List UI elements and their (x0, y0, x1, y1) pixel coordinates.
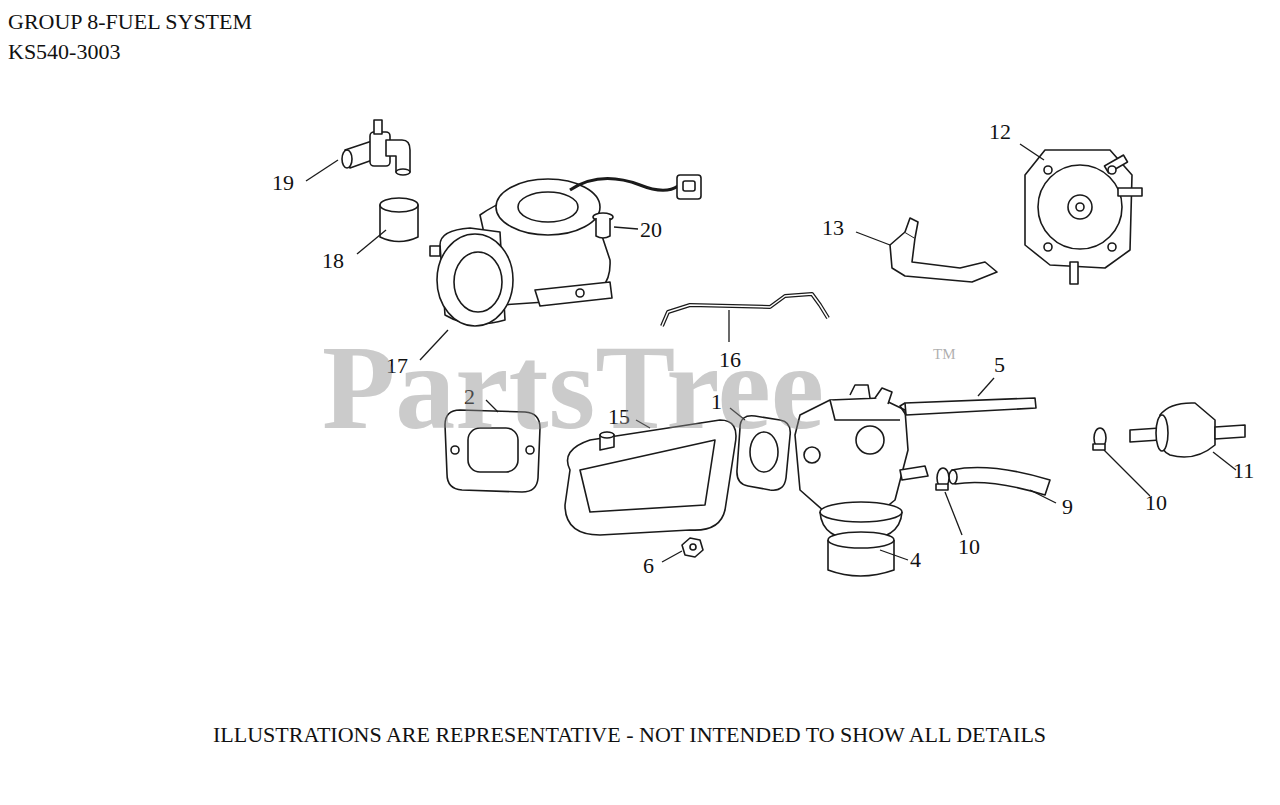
hose-clamp (936, 468, 949, 490)
link-rod (662, 294, 828, 326)
choke-rod (900, 398, 1036, 415)
watermark-mark: TM (933, 346, 956, 363)
hex-nut (682, 538, 703, 557)
hose-clamp (1093, 428, 1106, 450)
fuel-filter (1130, 403, 1245, 457)
callout-number: 16 (719, 348, 741, 372)
intake-spacer (565, 420, 736, 535)
callout-number: 10 (1145, 491, 1167, 515)
fuel-hose (949, 468, 1050, 495)
fuel-pump (1025, 150, 1142, 284)
callout-number: 12 (989, 120, 1011, 144)
gasket (737, 416, 790, 491)
callout-number: 2 (464, 385, 475, 409)
diagram-title: GROUP 8-FUEL SYSTEM (8, 10, 252, 34)
callout-number: 15 (608, 405, 630, 429)
callout-number: 9 (1062, 495, 1073, 519)
model-number: KS540-3003 (8, 40, 120, 64)
callout-number: 5 (994, 353, 1005, 377)
callout-number: 4 (910, 548, 921, 572)
diagram-caption: ILLUSTRATIONS ARE REPRESENTATIVE - NOT I… (213, 723, 1046, 747)
callout-number: 1 (711, 390, 722, 414)
callout-number: 18 (322, 249, 344, 273)
throttle-body (430, 175, 701, 326)
leader-lines (306, 144, 1236, 562)
elbow-fitting (342, 120, 410, 175)
callout-number: 19 (272, 171, 294, 195)
callout-number: 6 (643, 554, 654, 578)
callout-number: 17 (386, 354, 408, 378)
mounting-bracket (890, 218, 997, 282)
screw (593, 213, 613, 238)
callout-number: 20 (640, 218, 662, 242)
callout-number: 13 (822, 216, 844, 240)
gasket (445, 410, 540, 492)
watermark: PartsTree (322, 322, 824, 454)
callout-number: 11 (1233, 459, 1254, 483)
hose-sleeve (380, 198, 418, 242)
callout-number: 10 (958, 535, 980, 559)
